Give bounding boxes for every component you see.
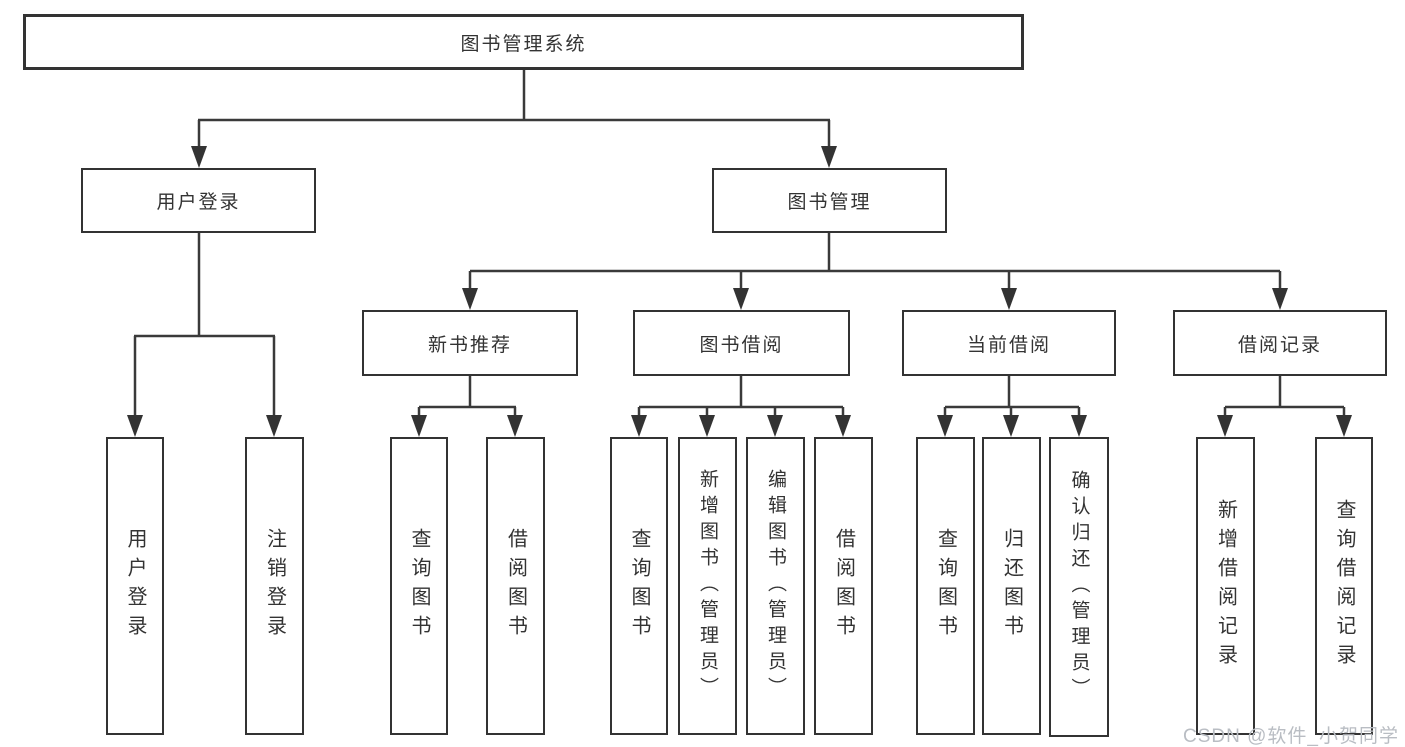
node-label: 用户登录 (156, 192, 241, 213)
leaf-label: 确认归还（管理员） (1068, 470, 1090, 704)
arrowhead-icon (127, 146, 1352, 437)
node-label: 图书管理 (787, 192, 872, 213)
leaf-label: 新增图书（管理员） (697, 469, 718, 703)
leaf-query-borrow-record: 查询借阅记录 (1315, 437, 1373, 735)
node-book-borrow: 图书借阅 (633, 310, 850, 376)
node-book-management: 图书管理 (712, 168, 947, 233)
node-new-book-recommend: 新书推荐 (362, 310, 578, 376)
leaf-borrow-books: 借阅图书 (814, 437, 873, 735)
node-label: 借阅记录 (1237, 334, 1322, 356)
leaf-label: 查询图书 (934, 528, 957, 644)
leaf-label: 注销登录 (263, 528, 286, 644)
leaf-user-login: 用户登录 (106, 437, 164, 735)
leaf-label: 用户登录 (124, 528, 146, 644)
node-library-management-system: 图书管理系统 (23, 14, 1024, 70)
leaf-label: 查询图书 (628, 528, 650, 644)
node-borrow-records: 借阅记录 (1173, 310, 1387, 376)
leaf-add-borrow-record: 新增借阅记录 (1196, 437, 1255, 735)
leaf-label: 新增借阅记录 (1214, 499, 1237, 673)
leaf-query-books-recommend: 查询图书 (390, 437, 448, 735)
leaf-borrow-books-recommend: 借阅图书 (486, 437, 545, 735)
leaf-return-books: 归还图书 (982, 437, 1041, 735)
node-label: 图书借阅 (699, 334, 784, 356)
node-label: 当前借阅 (966, 334, 1051, 356)
node-current-borrow: 当前借阅 (902, 310, 1116, 376)
leaf-edit-books-admin: 编辑图书（管理员） (746, 437, 805, 735)
leaf-label: 借阅图书 (832, 528, 855, 644)
leaf-label: 查询借阅记录 (1333, 499, 1355, 673)
leaf-label: 归还图书 (1000, 528, 1023, 644)
node-user-login: 用户登录 (81, 168, 316, 233)
leaf-query-books-borrow: 查询图书 (610, 437, 668, 735)
leaf-label: 查询图书 (408, 528, 430, 644)
leaf-add-books-admin: 新增图书（管理员） (678, 437, 737, 735)
node-label: 新书推荐 (427, 334, 512, 356)
leaf-label: 编辑图书（管理员） (765, 469, 786, 703)
leaf-label: 借阅图书 (504, 528, 527, 644)
leaf-query-books-current: 查询图书 (916, 437, 975, 735)
leaf-logout: 注销登录 (245, 437, 304, 735)
node-label: 图书管理系统 (460, 33, 587, 55)
leaf-confirm-return-admin: 确认归还（管理员） (1049, 437, 1109, 737)
csdn-watermark: CSDN @软件_小贺同学 (1183, 726, 1399, 747)
